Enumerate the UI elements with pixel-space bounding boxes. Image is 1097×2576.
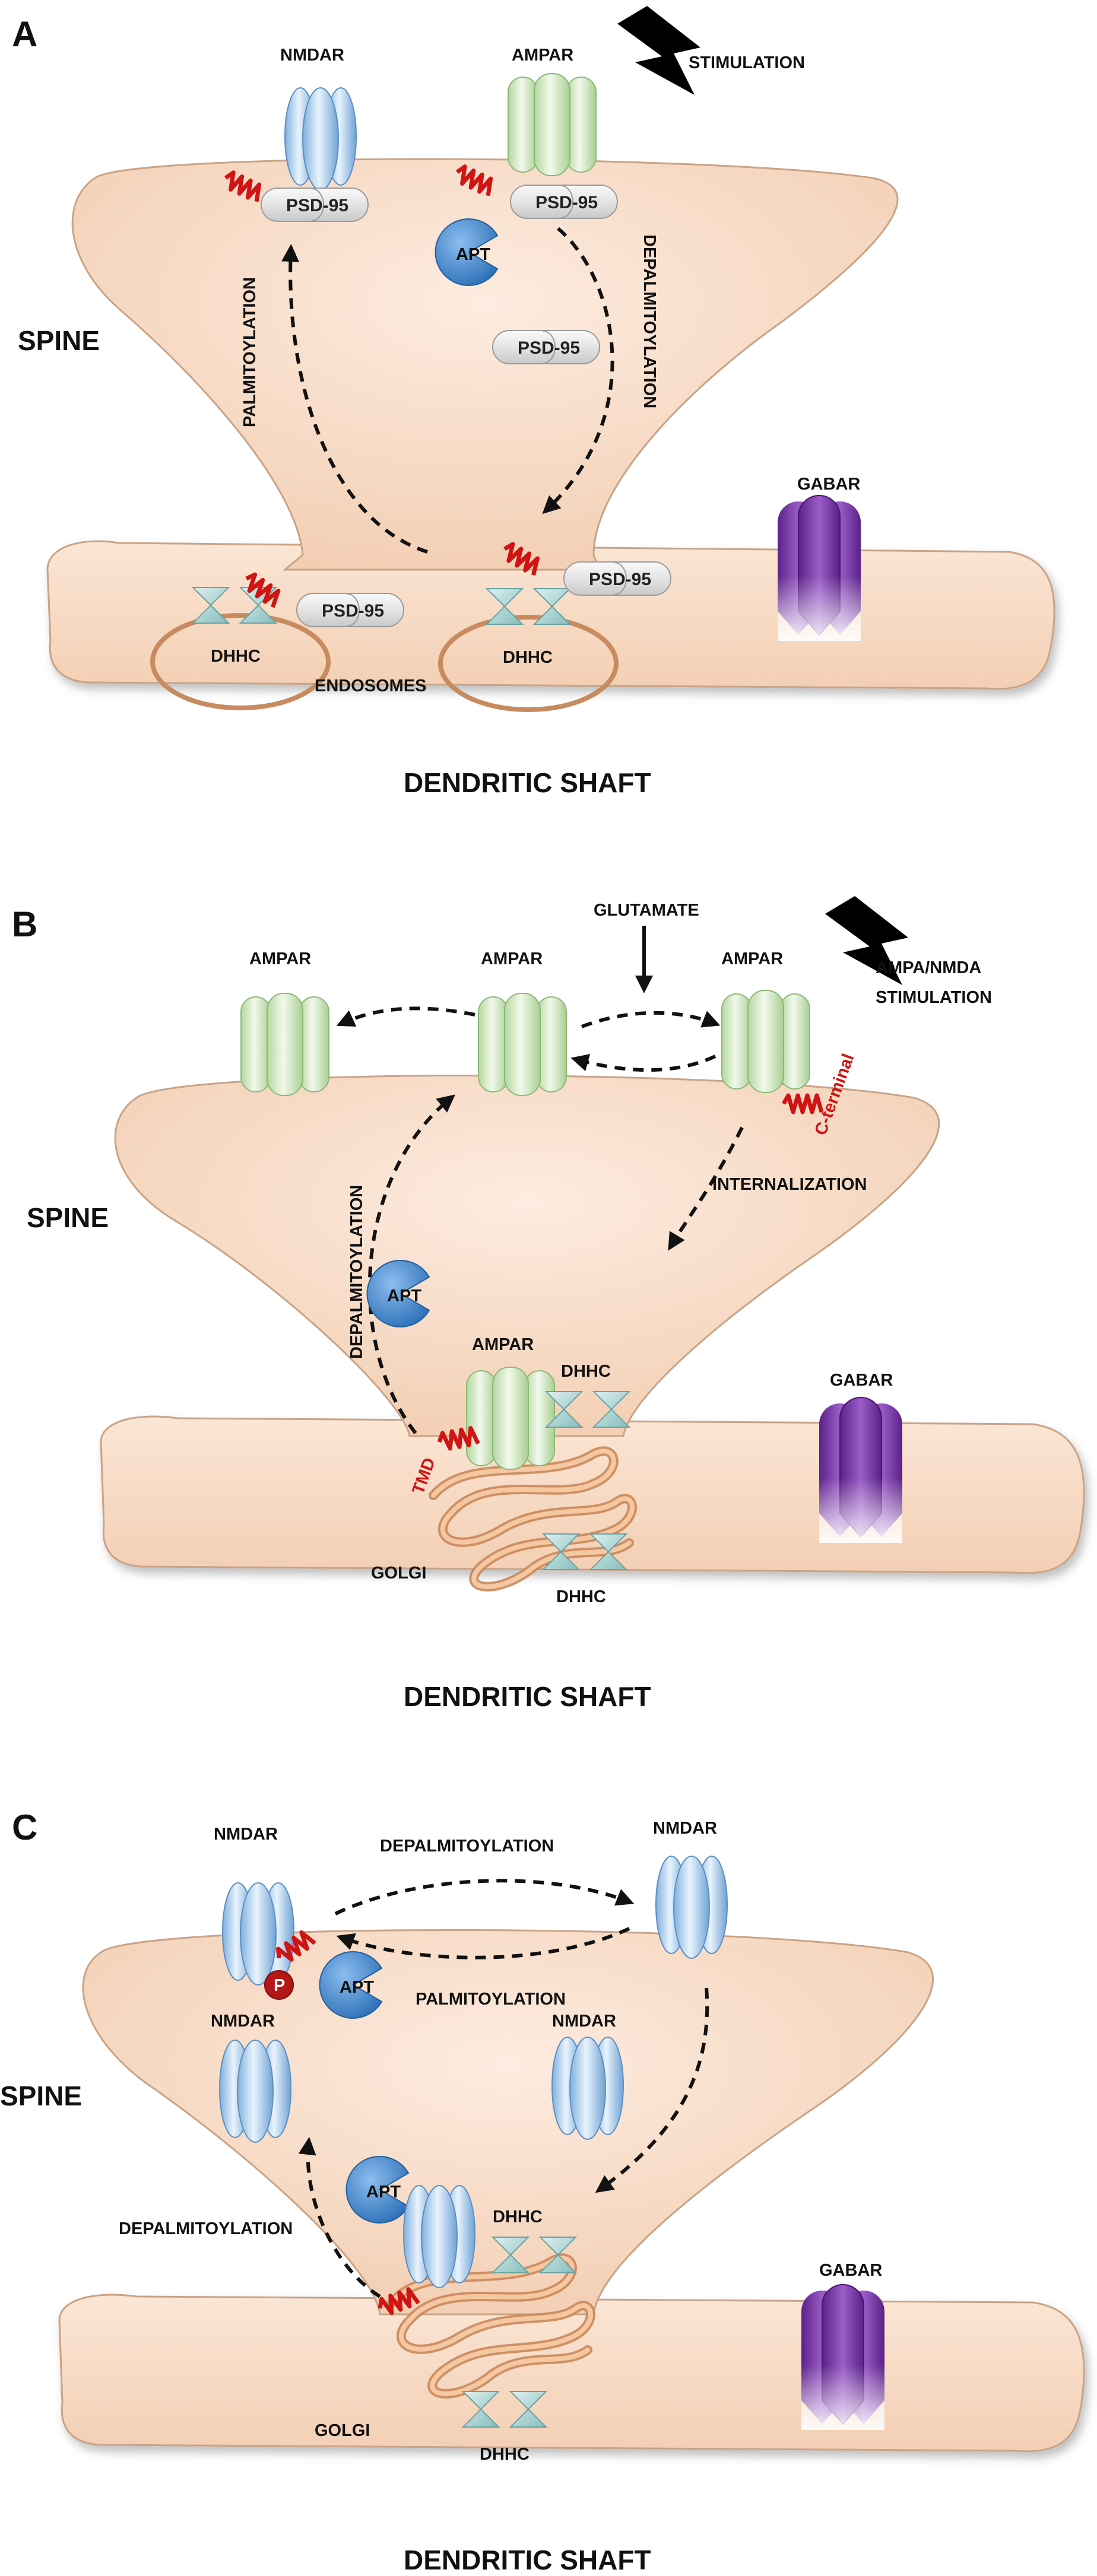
dhhc-label-b1: DHHC [561, 1362, 611, 1381]
apt-label-b: APT [387, 1287, 421, 1306]
internalization-label-b: INTERNALIZATION [712, 1175, 867, 1194]
endosomes-label-a: ENDOSOMES [315, 676, 427, 695]
shaft-label-a: DENDRITIC SHAFT [404, 767, 651, 798]
nmdar-label-c2: NMDAR [653, 1819, 717, 1838]
phospho-label-c: P [274, 1976, 285, 1995]
spine-label-a: SPINE [18, 325, 100, 356]
dhhc-label-c2: DHHC [480, 2445, 530, 2464]
nmdar-label-c1: NMDAR [214, 1825, 278, 1844]
lightning-bolt-a [617, 6, 700, 95]
spine-head-c [82, 1929, 934, 2315]
ampar-receptor-b4 [466, 1367, 555, 1470]
phospho-site-c [264, 1970, 294, 2000]
psd95-label-a4: PSD-95 [322, 601, 384, 621]
apt-label-c2: APT [366, 2183, 401, 2202]
palmitoylation-arrow-a [281, 244, 428, 554]
depalmitoylation-label-b: DEPALMITOYLATION [347, 1185, 366, 1359]
depalmitoylation-label-a: DEPALMITOYLATION [640, 234, 659, 408]
spine-label-b: SPINE [27, 1202, 109, 1233]
palmitoylation-arrow-c1 [336, 1927, 630, 1959]
nmdar-label-a: NMDAR [280, 46, 344, 65]
nmdar-receptor-c5 [403, 2185, 475, 2288]
ampar-label-b3: AMPAR [721, 949, 783, 968]
dhhc-label-c1: DHHC [493, 2207, 543, 2226]
gabar-label-a: GABAR [797, 475, 860, 494]
lateral-arrow-b3 [570, 1054, 716, 1072]
endosome-a1 [150, 613, 331, 710]
nmdar-label-c4: NMDAR [552, 2012, 616, 2031]
depalmitoylation-label-c2: DEPALMITOYLATION [119, 2219, 293, 2238]
depalmitoylation-arrow-c1 [334, 1879, 635, 1916]
panel-c: C SPINE DENDRITIC SHAFT NMDAR P NMDAR DE… [0, 1808, 1085, 2575]
depalmitoylation-arrow-a [542, 227, 614, 514]
stimulation-label-a: STIMULATION [689, 53, 805, 72]
nmdar-receptor-c1 [222, 1882, 294, 1986]
depalmitoylation-label-c1: DEPALMITOYLATION [380, 1837, 554, 1856]
ampar-receptor-b3 [721, 990, 810, 1093]
gabar-receptor-a [777, 495, 861, 641]
panel-a: A SPINE DENDRITIC SHAFT NMDAR PSD-95 AMP… [12, 6, 1055, 798]
dhhc-label-a2: DHHC [503, 648, 553, 667]
ampar-label-b2: AMPAR [481, 949, 543, 968]
nmdar-receptor-c2 [655, 1856, 728, 1959]
depalmitoylation-arrow-b [367, 1094, 455, 1434]
internalization-arrow-b [668, 1126, 744, 1251]
shaft-label-c: DENDRITIC SHAFT [404, 2545, 651, 2575]
dendritic-shaft-c [58, 2294, 1085, 2453]
psd95-label-a3: PSD-95 [518, 338, 580, 358]
ampar-label-b1: AMPAR [249, 949, 311, 968]
glutamate-label-b: GLUTAMATE [594, 901, 699, 920]
gabar-label-c: GABAR [819, 2261, 882, 2280]
endosome-a2 [438, 615, 619, 712]
palmitoylation-label-a: PALMITOYLATION [240, 277, 259, 427]
psd95-label-a1: PSD-95 [286, 196, 348, 215]
depalmitoylation-arrow-c2 [298, 2137, 381, 2298]
ampar-receptor-b2 [478, 993, 567, 1096]
lateral-arrow-b1 [336, 1006, 475, 1027]
gabar-receptor-c [801, 2284, 885, 2431]
panel-letter-b: B [12, 904, 37, 944]
psd95-label-a5: PSD-95 [589, 570, 651, 589]
spine-label-c: SPINE [0, 2081, 82, 2111]
nmdar-label-c3: NMDAR [211, 2012, 275, 2031]
dhhc-label-a1: DHHC [211, 647, 261, 666]
panel-letter-a: A [12, 14, 37, 54]
lateral-arrow-b2 [581, 1011, 721, 1028]
shaft-label-b: DENDRITIC SHAFT [404, 1681, 651, 1712]
psd95-label-a2: PSD-95 [535, 193, 598, 212]
ampar-receptor-a [508, 73, 597, 176]
nmdar-receptor-c3 [219, 2040, 291, 2143]
nmdar-receptor-a [284, 87, 357, 190]
gabar-label-b: GABAR [830, 1371, 893, 1390]
spine-head-a [71, 158, 899, 571]
stimulation-label-b2: STIMULATION [876, 988, 992, 1007]
internalization-arrow-c [595, 1987, 709, 2193]
ampar-label-b4: AMPAR [472, 1335, 534, 1354]
panel-letter-c: C [12, 1808, 37, 1847]
golgi-label-c: GOLGI [315, 2421, 370, 2440]
stimulation-label-b1: AMPA/NMDA [876, 958, 981, 977]
golgi-label-b: GOLGI [371, 1564, 426, 1583]
panel-b: B SPINE DENDRITIC SHAFT AMPAR AMPAR AMPA… [12, 896, 1085, 1712]
palmitoylation-label-c: PALMITOYLATION [416, 1990, 566, 2009]
nmdar-receptor-c4 [551, 2037, 624, 2140]
gabar-receptor-b [819, 1397, 903, 1543]
dhhc-label-b2: DHHC [556, 1587, 606, 1606]
apt-label-c1: APT [340, 1978, 374, 1997]
ampar-receptor-b1 [240, 993, 329, 1096]
apt-label-a: APT [456, 245, 490, 264]
ampar-label-a: AMPAR [512, 46, 573, 65]
